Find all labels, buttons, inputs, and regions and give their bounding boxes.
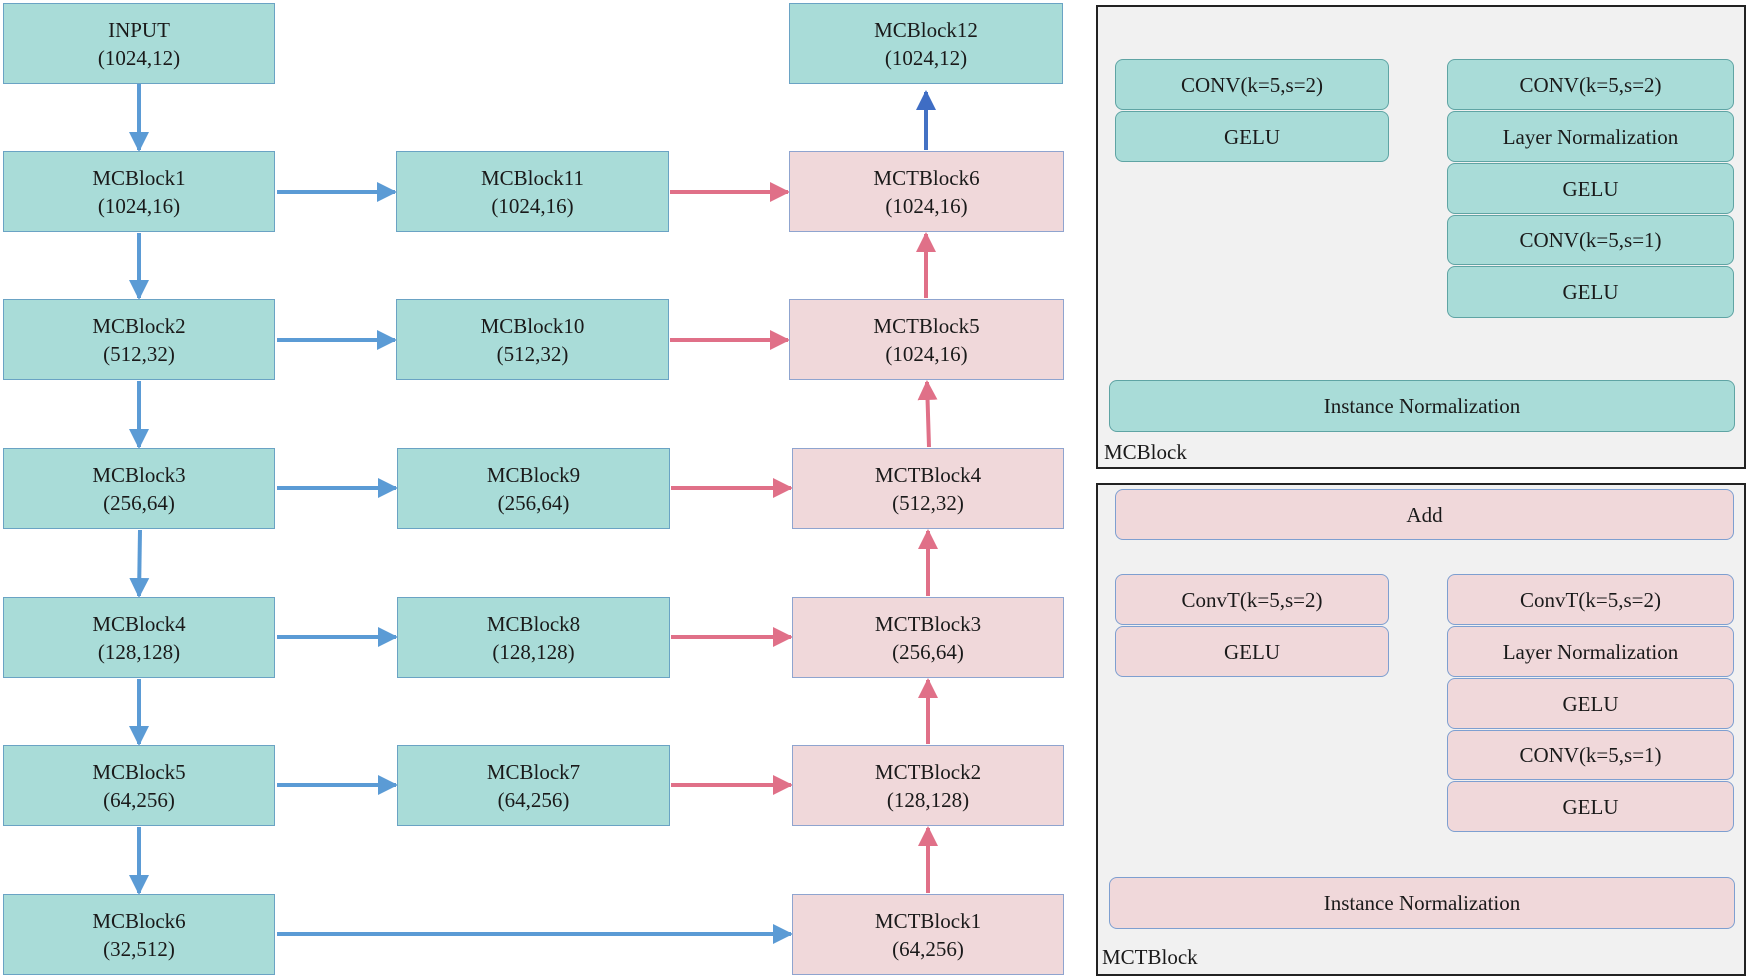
block-name: MCTBlock6 [873,165,980,190]
block-shape: (256,64) [103,490,175,515]
mctblock-right-gelu-2: GELU [1447,781,1734,832]
block-mcblock10: MCBlock10 (512,32) [396,299,669,380]
block-name: MCBlock11 [480,165,585,190]
block-mcblock8: MCBlock8 (128,128) [397,597,670,678]
mcblock-right-gelu-1: GELU [1447,163,1734,214]
block-name: MCTBlock3 [874,611,982,636]
block-name: MCTBlock5 [873,313,980,338]
block-name: MCBlock5 [92,759,186,784]
block-shape: (128,128) [492,639,575,664]
mcblock-left-conv-s2: CONV(k=5,s=2) [1115,59,1389,110]
block-mcblock12: MCBlock12 (1024,12) [789,3,1063,84]
block-shape: (1024,12) [884,45,968,70]
block-mctblock1: MCTBlock1 (64,256) [792,894,1064,975]
block-mcblock1: MCBlock1 (1024,16) [3,151,275,232]
block-name: MCBlock10 [480,313,585,338]
block-name: MCTBlock2 [874,759,982,784]
block-mcblock2: MCBlock2 (512,32) [3,299,275,380]
block-name: MCBlock8 [486,611,581,636]
block-mcblock5: MCBlock5 (64,256) [3,745,275,826]
mcblock-left-gelu: GELU [1115,111,1389,162]
arrow-mctblock4-to-mctblock5 [917,380,938,448]
block-shape: (1024,16) [885,341,968,366]
block-shape: (1024,16) [885,193,968,218]
block-shape: (1024,16) [491,193,574,218]
block-name: MCBlock6 [92,908,186,933]
block-name: MCBlock1 [92,165,186,190]
block-shape: (256,64) [892,639,964,664]
mctblock-instance-norm: Instance Normalization [1109,877,1735,929]
mcblock-instance-norm: Instance Normalization [1109,380,1735,432]
mctblock-right-gelu-1: GELU [1447,678,1734,729]
block-name: MCTBlock1 [874,908,982,933]
block-shape: (512,32) [496,341,569,366]
block-shape: (64,256) [497,787,570,812]
block-shape: (64,256) [892,936,964,961]
mcblock-right-conv-s1: CONV(k=5,s=1) [1447,215,1734,265]
mctblock-add: Add [1115,489,1734,540]
mcblock-right-conv-s2: CONV(k=5,s=2) [1447,59,1734,110]
block-mcblock11: MCBlock11 (1024,16) [396,151,669,232]
mctblock-panel-caption: MCTBlock [1102,945,1198,969]
block-input: INPUT (1024,12) [3,3,275,84]
block-shape: (512,32) [892,490,964,515]
block-name: MCBlock12 [874,17,978,42]
mcblock-panel-caption: MCBlock [1104,440,1187,464]
block-shape: (512,32) [103,341,175,366]
block-shape: (256,64) [497,490,570,515]
block-shape: (32,512) [103,936,175,961]
block-name: MCBlock2 [92,313,186,338]
block-mcblock3: MCBlock3 (256,64) [3,448,275,529]
block-name: INPUT [108,17,170,42]
mcblock-right-gelu-2: GELU [1447,266,1734,318]
block-shape: (128,128) [886,787,970,812]
block-name: MCBlock7 [486,759,581,784]
block-mcblock6: MCBlock6 (32,512) [3,894,275,975]
arrow-mcblock3-to-mcblock4 [129,529,150,598]
block-name: MCBlock4 [92,611,186,636]
block-shape: (64,256) [103,787,175,812]
block-shape: (1024,12) [97,45,181,70]
block-mctblock3: MCTBlock3 (256,64) [792,597,1064,678]
block-mctblock6: MCTBlock6 (1024,16) [789,151,1064,232]
mctblock-right-layer-norm: Layer Normalization [1447,626,1734,677]
block-mcblock9: MCBlock9 (256,64) [397,448,670,529]
block-mctblock5: MCTBlock5 (1024,16) [789,299,1064,380]
block-name: MCBlock3 [92,462,186,487]
mctblock-left-convt: ConvT(k=5,s=2) [1115,574,1389,625]
mctblock-right-convt: ConvT(k=5,s=2) [1447,574,1734,625]
block-shape: (1024,16) [97,193,181,218]
mctblock-right-conv-s1: CONV(k=5,s=1) [1447,730,1734,780]
mctblock-left-gelu: GELU [1115,626,1389,677]
block-name: MCTBlock4 [874,462,982,487]
block-mctblock4: MCTBlock4 (512,32) [792,448,1064,529]
block-mctblock2: MCTBlock2 (128,128) [792,745,1064,826]
block-name: MCBlock9 [486,462,581,487]
block-shape: (128,128) [97,639,181,664]
mcblock-right-layer-norm: Layer Normalization [1447,111,1734,162]
block-mcblock4: MCBlock4 (128,128) [3,597,275,678]
block-mcblock7: MCBlock7 (64,256) [397,745,670,826]
